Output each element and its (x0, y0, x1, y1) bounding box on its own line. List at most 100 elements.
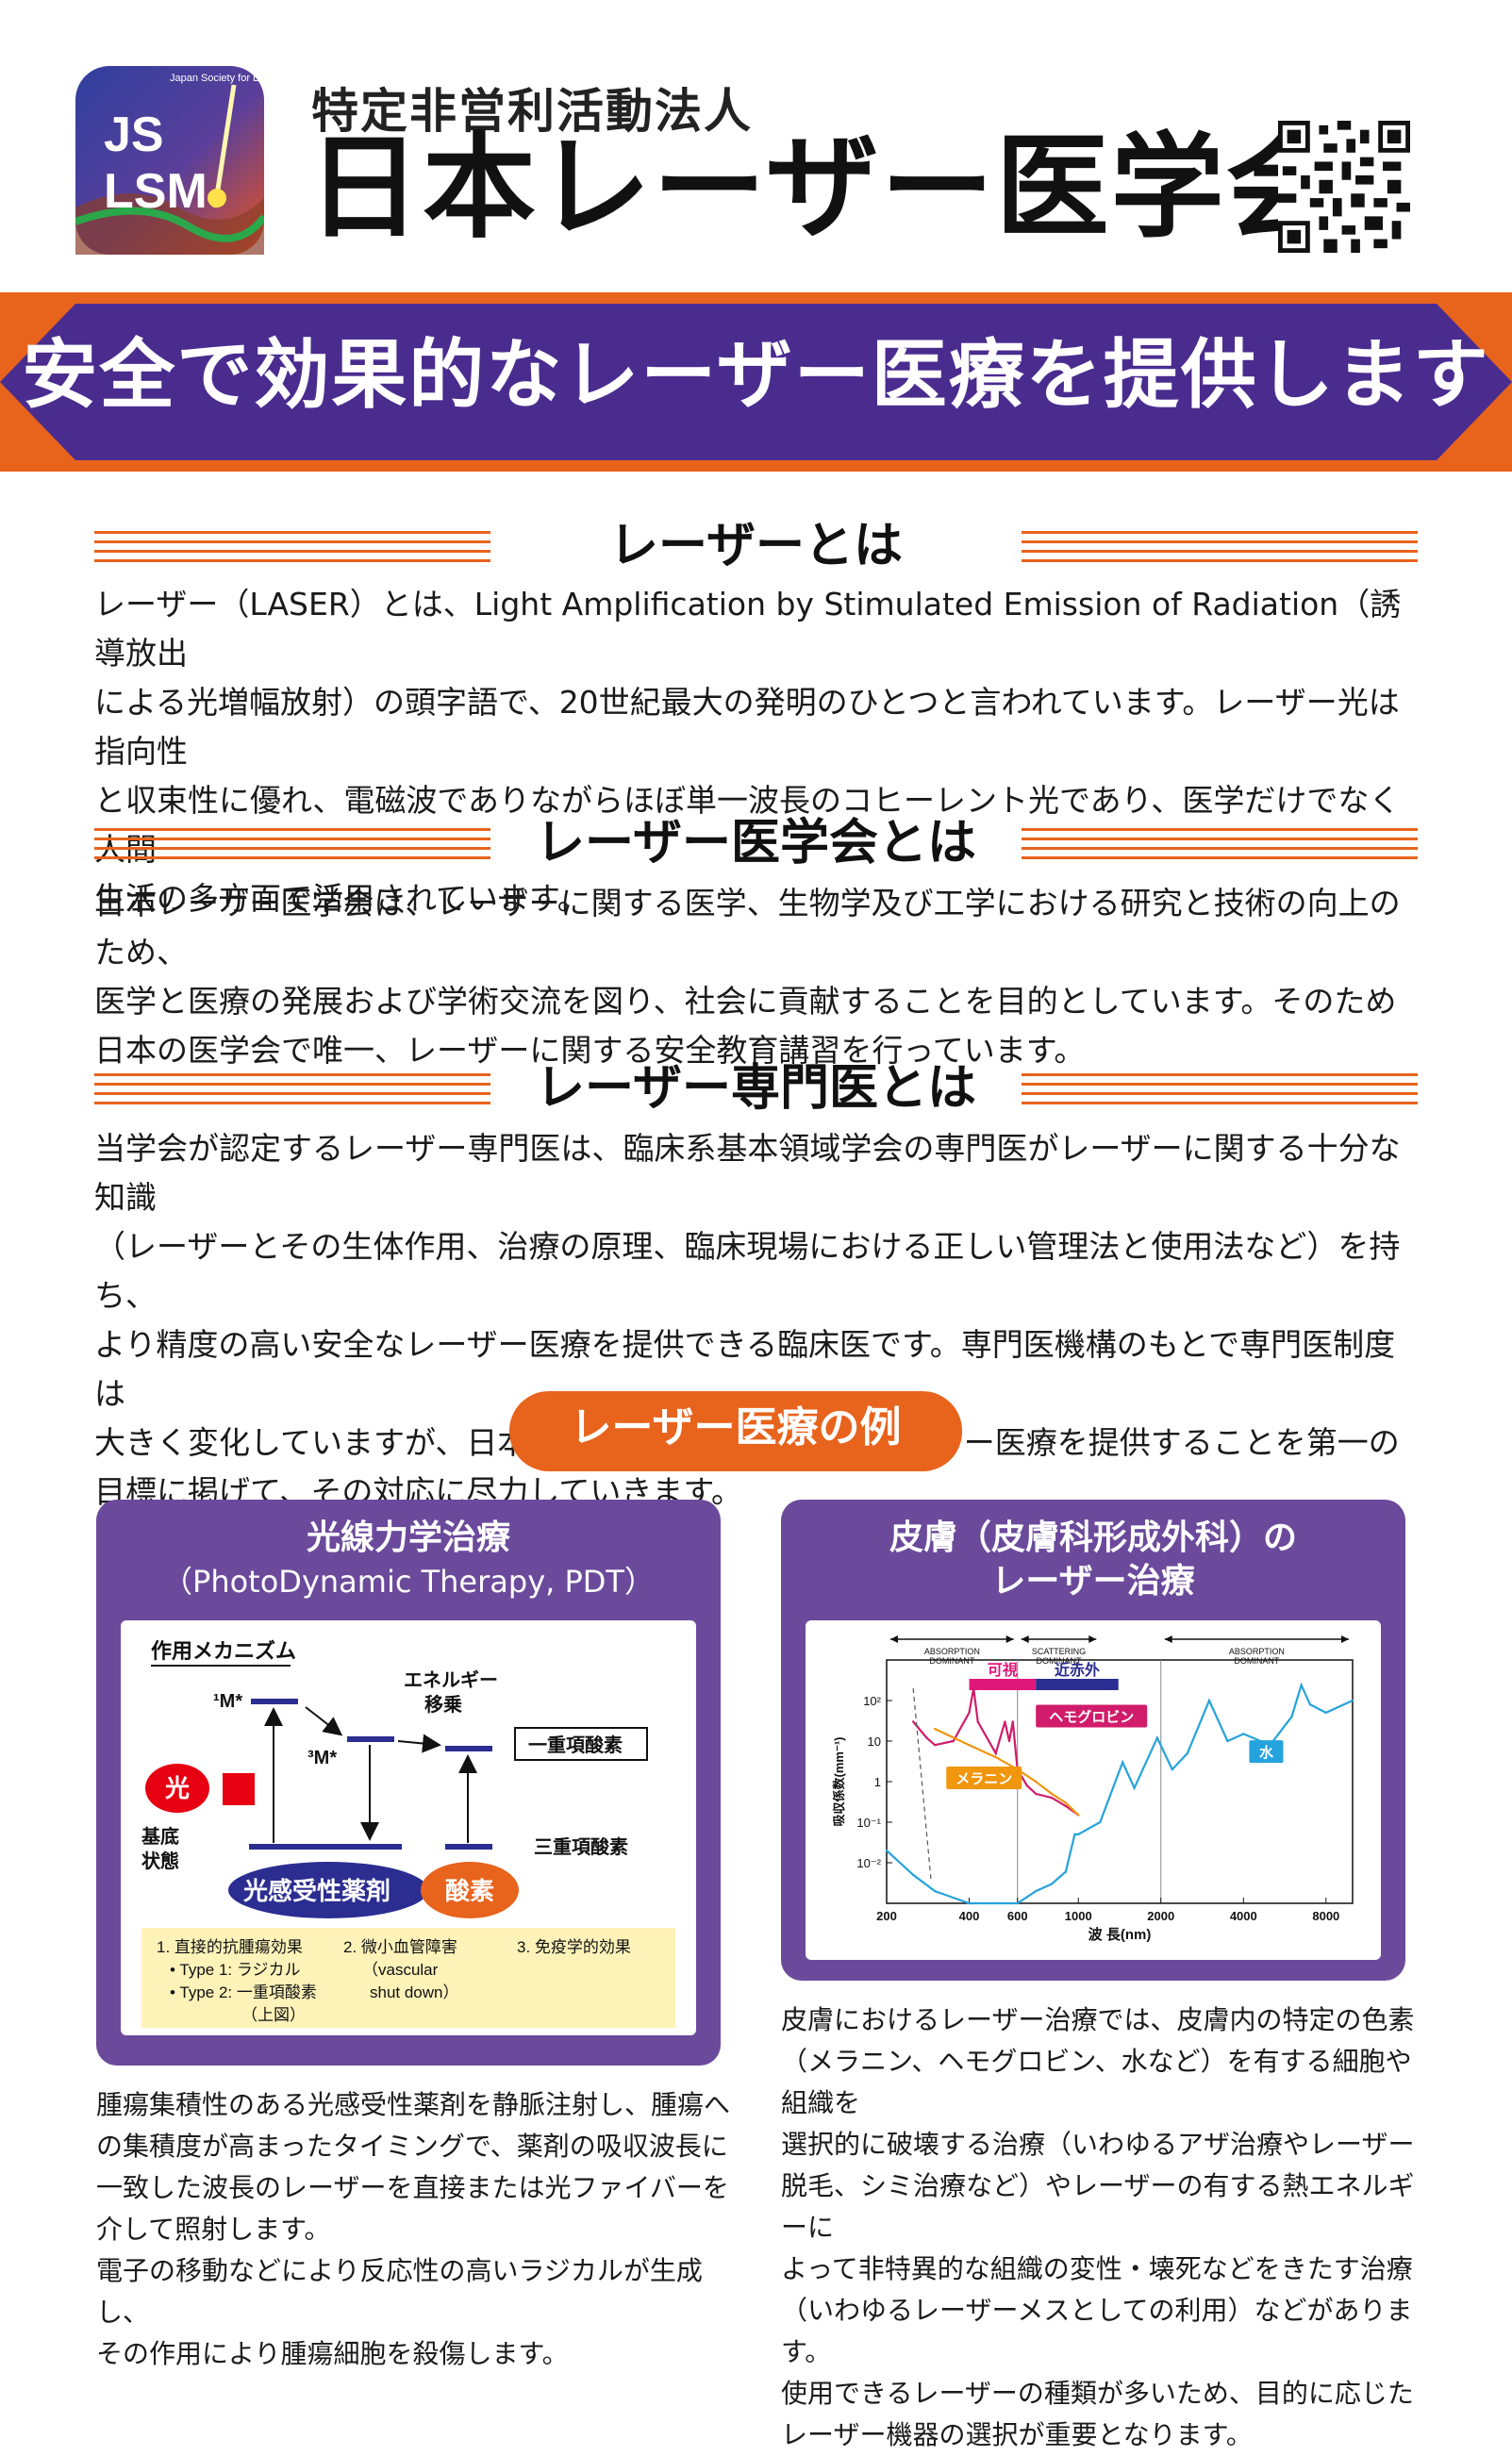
series-point (1007, 1739, 1011, 1743)
series-line (886, 1682, 1354, 1905)
section-heading-laser: レーザーとは (0, 514, 1512, 589)
series-point (1308, 1702, 1312, 1706)
singlet-m-label: ¹M* (213, 1691, 242, 1712)
series-point (1290, 1715, 1293, 1718)
region-arrowhead-right (1005, 1635, 1014, 1643)
region-label: DOMINANT (929, 1656, 974, 1666)
spectrum-band (969, 1679, 1037, 1690)
body-line: 医学と医療の発展および学術交流を図り、社会に貢献することを目的としています。その… (94, 983, 1397, 1020)
caption-line: （いわゆるレーザーメスとしての利用）などがあります。 (781, 2295, 1413, 2367)
logo-ring-text: Japan Society for Laser Surgery and Medi… (170, 73, 264, 84)
caption-line: 使用できるレーザーの種類が多いため、目的に応じた (781, 2378, 1414, 2409)
series-point (1155, 1736, 1159, 1739)
series-point (1351, 1699, 1354, 1702)
series-point (1034, 1889, 1038, 1893)
spectrum-band (1036, 1679, 1119, 1690)
pdt-subtitle: （PhotoDynamic Therapy, PDT） (162, 1564, 655, 1600)
section-title: レーザー専門医とは (536, 1060, 976, 1117)
spectrum-band-label: 近赤外 (1055, 1661, 1100, 1679)
body-line: 日本の医学会で唯一、レーザーに関する安全教育講習を行っています。 (94, 1032, 1086, 1069)
x-tick-label: 200 (876, 1909, 897, 1923)
series-point (952, 1739, 955, 1743)
section-title: レーザー医学会とは (536, 815, 976, 871)
body-line: による光増幅放射）の頭字語で、20世紀最大の発明のひとつと言われています。レーザ… (94, 684, 1400, 770)
series-point (1077, 1833, 1080, 1836)
series-point (1011, 1720, 1014, 1723)
series-point (1050, 1796, 1054, 1800)
series-point (1064, 1870, 1068, 1873)
organization-name: 日本レーザー医学会 (307, 123, 1341, 254)
series-point (1016, 1901, 1019, 1905)
section-heading-specialist: レーザー専門医とは (0, 1056, 1512, 1132)
series-point (1324, 1711, 1328, 1715)
section-body-society: 日本レーザー医学会は、レーザーに関する医学、生物学及び工学における研究と技術の向… (94, 879, 1424, 1075)
pdt-caption: 腫瘍集積性のある光感受性薬剤を静脈注射し、腫瘍へ の集積度が高まったタイミングで… (96, 2084, 738, 2375)
caption-line: の集積度が高まったタイミングで、薬剤の吸収波長に (96, 2131, 728, 2162)
effect-1-type2-note: （上図） (241, 2006, 306, 2024)
examples-pill (509, 1391, 962, 1471)
region-label: SCATTERING (1032, 1647, 1086, 1656)
series-point (1099, 1820, 1102, 1824)
x-tick-label: 4000 (1230, 1909, 1257, 1923)
series-point (934, 1889, 937, 1893)
ground-state-label-1: 基底 (141, 1825, 179, 1848)
series-point (1025, 1784, 1029, 1787)
region-arrowhead-left (1021, 1635, 1029, 1643)
body-line: レーザー（LASER）とは、Light Amplification by Sti… (94, 586, 1402, 672)
oxygen-label: 酸素 (445, 1877, 494, 1905)
series-point (1121, 1761, 1124, 1764)
series-point (1226, 1739, 1229, 1743)
body-line: （レーザーとその生体作用、治療の原理、臨床現場における正しい管理法と使用法など）… (94, 1228, 1401, 1314)
logo-text-js: JS (104, 108, 164, 162)
region-arrowhead-right (1088, 1635, 1097, 1643)
x-tick-label: 2000 (1147, 1909, 1174, 1923)
section-heading-society: レーザー医学会とは (0, 811, 1512, 887)
series-point (911, 1720, 915, 1723)
energy-transfer-arrow (397, 1734, 441, 1753)
caption-line: 脱毛、シミ治療など）やレーザーの有する熱エネルギーに (781, 2170, 1415, 2243)
x-axis-label: 波 長(nm) (1088, 1926, 1152, 1943)
pdt-title: 光線力学治療 (306, 1518, 510, 1557)
effect-1-type2: • Type 2: 一重項酸素 (170, 1983, 317, 2001)
body-line: と収束性に優れ、電磁波でありながらほぼ単一波長のコヒーレント光であり、医学だけで… (94, 782, 1401, 868)
photosensitizer-badge (228, 1862, 428, 1918)
series-point (1034, 1780, 1038, 1784)
light-label: 光 (164, 1774, 190, 1802)
series-point (1207, 1699, 1211, 1702)
body-line: 生活の多方面で活用されています。 (94, 880, 589, 917)
series-point (925, 1736, 928, 1739)
heading-rule-right (1022, 828, 1418, 870)
effect-2-detail-2: shut down） (370, 1983, 459, 2001)
region-label: DOMINANT (1036, 1656, 1081, 1666)
dashed-edge (912, 1688, 932, 1880)
qr-code-icon[interactable] (1278, 121, 1410, 253)
region-label: ABSORPTION (924, 1647, 980, 1656)
series-label: ヘモグロビン (1049, 1708, 1134, 1725)
series-point (1171, 1767, 1173, 1771)
energy-transfer-label-2: 移乗 (424, 1694, 462, 1716)
pdt-diagram-panel: 作用メカニズム ¹M* ³M* エネルギー 移乗 一重項酸素 三重項酸素 光 (121, 1620, 696, 2035)
caption-line: （メラニン、ヘモグロビン、水など）を有する細胞や組織を (781, 2046, 1412, 2118)
y-tick-label: 10 (868, 1734, 881, 1749)
triplet-m-label: ³M* (307, 1748, 337, 1768)
series-point (994, 1751, 997, 1755)
series-point (934, 1743, 937, 1747)
series-point (968, 1711, 971, 1715)
x-tick-label: 400 (959, 1909, 980, 1923)
series-point (1034, 1792, 1038, 1796)
body-line: より精度の高い安全なレーザー医療を提供できる臨床医です。専門医機構のもとで専門医… (94, 1326, 1396, 1412)
series-point (911, 1873, 915, 1877)
effect-3: 3. 免疫学的効果 (517, 1938, 631, 1956)
caption-line: 介して照射します。 (96, 2214, 331, 2245)
jslsm-logo: JS LSM Japan Society for Laser Surgery a… (75, 66, 264, 255)
x-tick-label: 600 (1007, 1909, 1028, 1923)
heading-rule-right (1022, 1073, 1418, 1115)
series-point (1242, 1733, 1245, 1735)
series-label-box (946, 1766, 1022, 1789)
energy-transfer-label-1: エネルギー (404, 1669, 498, 1691)
singlet-oxygen-box (514, 1727, 648, 1761)
effect-2-detail-1: （vascular (362, 1961, 439, 1979)
mechanism-label: 作用メカニズム (151, 1639, 296, 1663)
